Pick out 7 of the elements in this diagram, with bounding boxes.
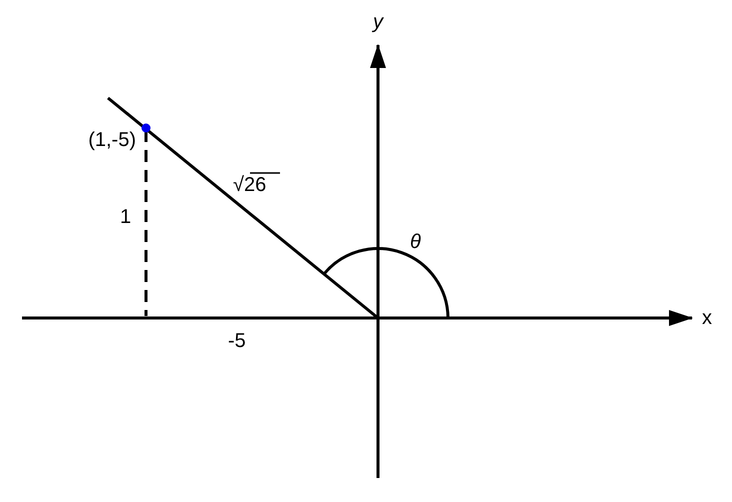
length-label: √26 [233, 175, 266, 195]
length-label: -5 [228, 331, 246, 351]
length-label: 1 [120, 207, 132, 227]
axis-label: y [373, 12, 383, 32]
angle-label: θ [410, 232, 421, 252]
axis-label: x [702, 308, 712, 328]
point-label: (1,-5) [88, 130, 136, 150]
